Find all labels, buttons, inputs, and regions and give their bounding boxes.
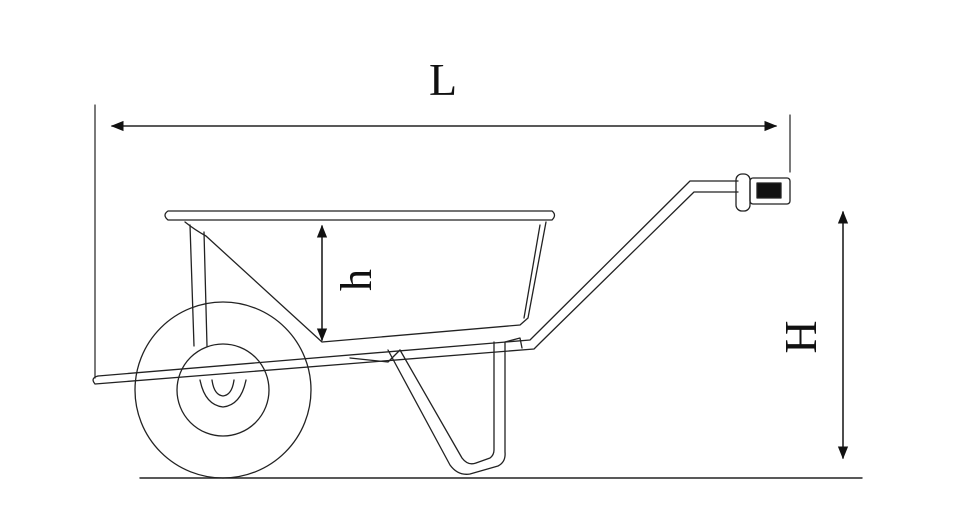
length-dimension: L <box>94 54 791 379</box>
wheel-hub <box>199 379 247 408</box>
tray-body <box>184 221 547 343</box>
wheel-tire <box>134 301 312 479</box>
frame-rail-lower <box>97 180 739 377</box>
tray-depth-label: h <box>332 269 381 291</box>
tray-rim <box>164 210 556 221</box>
frame-rail-upper <box>92 191 739 385</box>
height-dimension: H <box>775 210 849 460</box>
rear-leg <box>387 341 506 475</box>
wheel-rim <box>176 343 270 437</box>
handle-grip-band <box>756 182 782 199</box>
tray-inner-edge <box>523 224 541 319</box>
height-label: H <box>775 320 826 353</box>
tray-depth-dimension: h <box>316 224 381 342</box>
handle-grip <box>749 177 791 205</box>
front-brace <box>189 224 208 347</box>
wheelbarrow <box>92 173 791 479</box>
length-label: L <box>429 54 457 105</box>
leg-bracket <box>349 337 523 363</box>
